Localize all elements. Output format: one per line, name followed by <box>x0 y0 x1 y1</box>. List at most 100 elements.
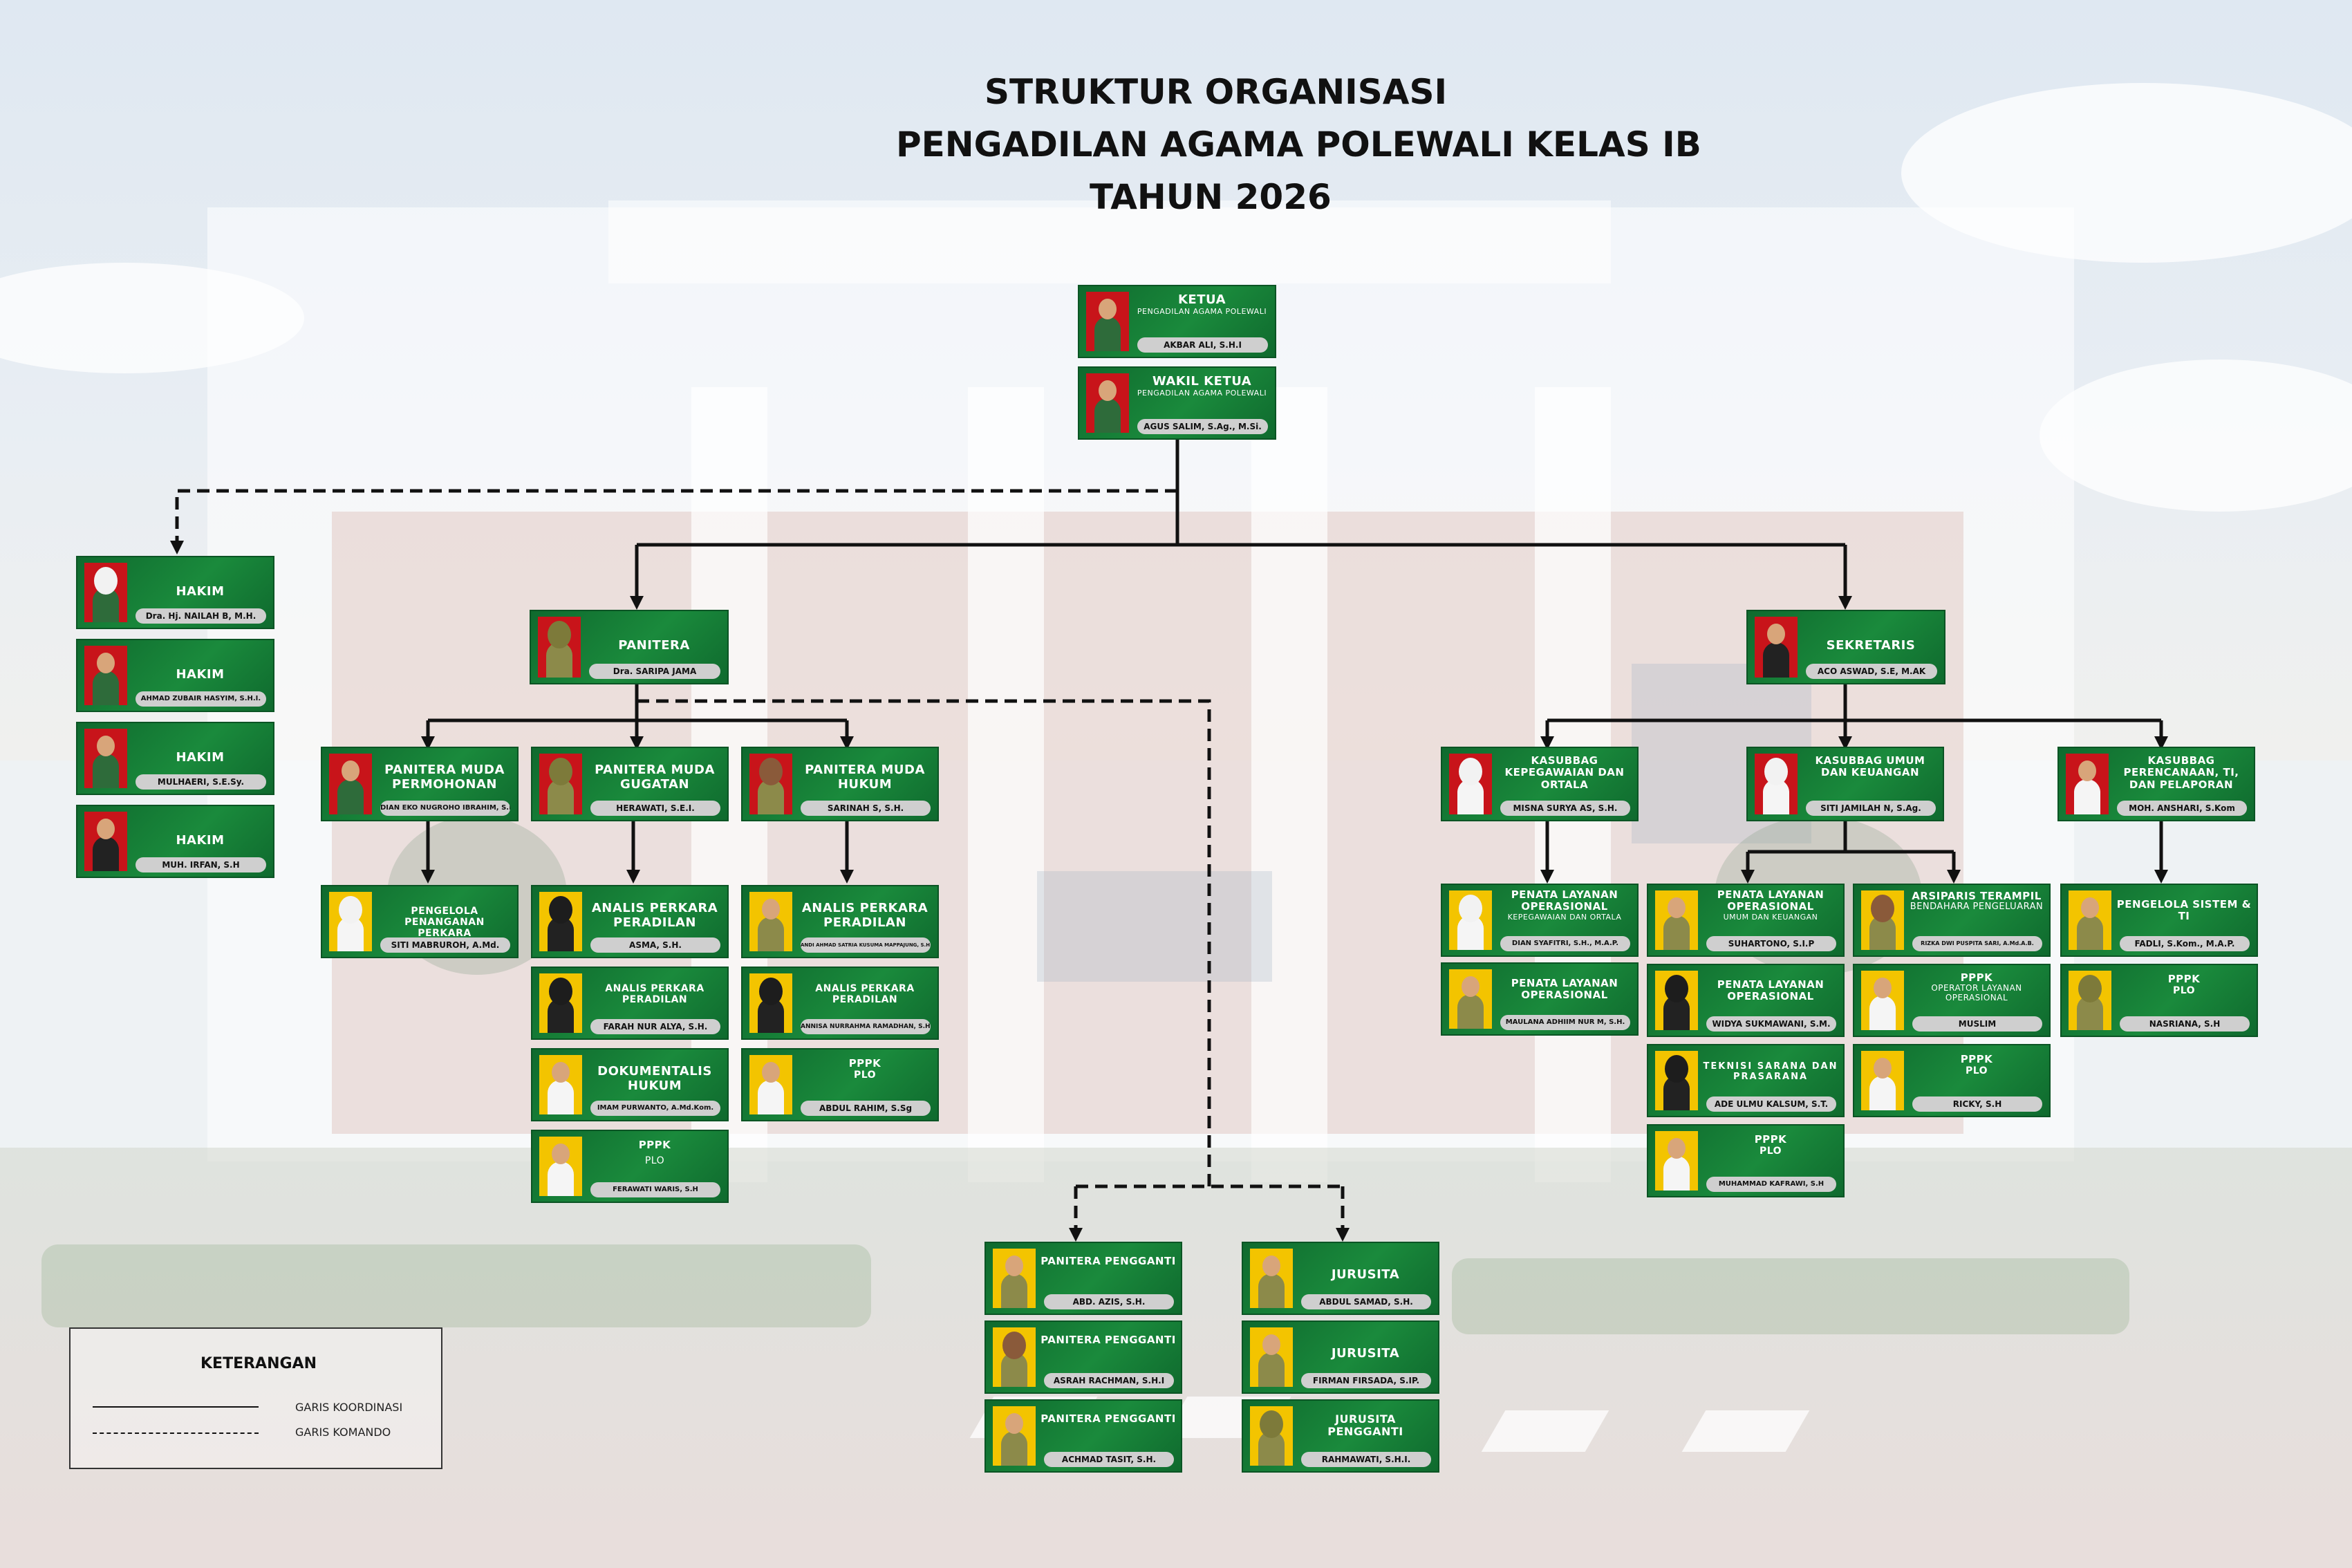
card-analis-perkara: ANALIS PERKARA PERADILAN FARAH NUR ALYA,… <box>531 967 729 1040</box>
name: MAULANA ADHIIM NUR M, S.H. <box>1500 1015 1630 1030</box>
name: MISNA SURYA AS, S.H. <box>1500 801 1630 816</box>
name: ASRAH RACHMAN, S.H.I <box>1044 1373 1174 1388</box>
name: DIAN SYAFITRI, S.H., M.A.P. <box>1500 936 1630 951</box>
name: ABD. AZIS, S.H. <box>1044 1294 1174 1309</box>
name: WIDYA SUKMAWANI, S.M. <box>1706 1016 1836 1032</box>
role: ARSIPARIS TERAMPIL <box>1912 890 2042 902</box>
card-hakim: HAKIM AHMAD ZUBAIR HASYIM, S.H.I. <box>76 639 274 712</box>
role: PANITERA MUDA PERMOHONAN <box>384 763 505 792</box>
role: JURUSITA PENGGANTI <box>1327 1412 1403 1439</box>
role: DOKUMENTALIS HUKUM <box>597 1064 712 1093</box>
card-hakim: HAKIM Dra. Hj. NAILAH B, M.H. <box>76 556 274 629</box>
photo <box>993 1327 1036 1387</box>
role: PENATA LAYANAN OPERASIONAL <box>1717 978 1824 1003</box>
name: ABDUL RAHIM, S.Sg <box>801 1101 931 1116</box>
photo <box>1755 754 1798 814</box>
photo <box>1861 1051 1904 1110</box>
card-pengelola-perkara: PENGELOLA PENANGANAN PERKARA SITI MABRUR… <box>321 885 519 958</box>
name: MOH. ANSHARI, S.Kom <box>2117 801 2247 816</box>
card-pengelola-sistem: PENGELOLA SISTEM & TI FADLI, S.Kom., M.A… <box>2060 884 2258 957</box>
card-kasubbag-ptip: KASUBBAG PERENCANAAN, TI, DAN PELAPORAN … <box>2057 747 2255 821</box>
name: AKBAR ALI, S.H.I <box>1137 337 1268 353</box>
card-sekretaris: SEKRETARIS ACO ASWAD, S.E, M.AK <box>1746 610 1945 684</box>
name: RIZKA DWI PUSPITA SARI, A.Md.A.B. <box>1912 936 2042 951</box>
photo <box>1086 373 1129 433</box>
photo <box>1449 890 1492 950</box>
name: ACHMAD TASIT, S.H. <box>1044 1452 1174 1467</box>
photo <box>2066 754 2109 814</box>
role: HAKIM <box>176 667 225 682</box>
role: PENATA LAYANAN OPERASIONAL <box>1717 888 1824 913</box>
name: HERAWATI, S.E.I. <box>590 801 720 816</box>
role: ANALIS PERKARA PERADILAN <box>591 901 718 930</box>
card-analis-perkara: ANALIS PERKARA PERADILAN ANNISA NURRAHMA… <box>741 967 939 1040</box>
name: NASRIANA, S.H <box>2120 1016 2250 1032</box>
role: HAKIM <box>176 584 225 599</box>
legend-solid-line <box>93 1406 259 1408</box>
photo <box>1086 292 1129 351</box>
role: PENATA LAYANAN OPERASIONAL <box>1511 888 1618 913</box>
photo <box>1655 890 1698 950</box>
photo <box>993 1406 1036 1466</box>
photo <box>2069 890 2111 950</box>
role-sub: BENDAHARA PENGELUARAN <box>1910 902 2044 913</box>
card-jurusita-pengganti: JURUSITA PENGGANTI RAHMAWATI, S.H.I. <box>1242 1399 1439 1473</box>
card-teknisi: TEKNISI SARANA DAN PRASARANA ADE ULMU KA… <box>1647 1044 1845 1117</box>
name: DIAN EKO NUGROHO IBRAHIM, S.H <box>380 801 510 816</box>
photo <box>84 563 127 622</box>
name: SITI JAMILAH N, S.Ag. <box>1806 801 1936 816</box>
name: RICKY, S.H <box>1912 1096 2042 1112</box>
role: KASUBBAG PERENCANAAN, TI, DAN PELAPORAN <box>2123 754 2239 791</box>
role-sub: OPERATOR LAYANAN OPERASIONAL <box>1931 983 2022 1003</box>
name: MUHAMMAD KAFRAWI, S.H <box>1706 1177 1836 1192</box>
card-analis-perkara: ANALIS PERKARA PERADILAN ANDI AHMAD SATR… <box>741 885 939 958</box>
name: ABDUL SAMAD, S.H. <box>1301 1294 1431 1309</box>
title-line-3: TAHUN 2026 <box>1090 177 1332 217</box>
photo <box>749 754 792 814</box>
photo <box>1861 890 1904 950</box>
name: FADLI, S.Kom., M.A.P. <box>2120 936 2250 951</box>
card-panitera-muda-permohonan: PANITERA MUDA PERMOHONAN DIAN EKO NUGROH… <box>321 747 519 821</box>
name: AHMAD ZUBAIR HASYIM, S.H.I. <box>136 691 266 707</box>
card-hakim: HAKIM MUH. IRFAN, S.H <box>76 805 274 878</box>
title-line-1: STRUKTUR ORGANISASI <box>984 72 1448 112</box>
name: ASMA, S.H. <box>590 937 720 953</box>
role: PPPK <box>848 1057 881 1070</box>
photo <box>539 754 582 814</box>
role: PPPK <box>1960 1053 1993 1065</box>
role: PANITERA PENGGANTI <box>1040 1255 1176 1267</box>
legend-title: KETERANGAN <box>200 1355 317 1372</box>
role: PPPK <box>1754 1133 1787 1146</box>
role: KASUBBAG UMUM DAN KEUANGAN <box>1815 754 1925 779</box>
card-kasubbag-umum: KASUBBAG UMUM DAN KEUANGAN SITI JAMILAH … <box>1746 747 1944 821</box>
role: PPPK <box>1960 971 1993 984</box>
photo <box>993 1249 1036 1308</box>
role: PANITERA PENGGANTI <box>1040 1334 1176 1346</box>
role-sub: PENGADILAN AGAMA POLEWALI <box>1137 388 1267 398</box>
name: FIRMAN FIRSADA, S.IP. <box>1301 1373 1431 1388</box>
role: ANALIS PERKARA PERADILAN <box>801 901 928 930</box>
role: JURUSITA <box>1331 1346 1400 1361</box>
card-penata-layanan: PENATA LAYANAN OPERASIONAL MAULANA ADHII… <box>1441 962 1639 1036</box>
name: MULHAERI, S.E.Sy. <box>136 774 266 790</box>
photo <box>1250 1249 1293 1308</box>
legend: KETERANGAN GARIS KOORDINASI GARIS KOMAND… <box>69 1327 442 1469</box>
role: PENGELOLA PENANGANAN PERKARA <box>404 906 485 940</box>
role-sub: PLO <box>1759 1146 1782 1157</box>
name: MUSLIM <box>1912 1016 2042 1032</box>
role: ANALIS PERKARA PERADILAN <box>605 983 704 1006</box>
card-analis-perkara: ANALIS PERKARA PERADILAN ASMA, S.H. <box>531 885 729 958</box>
role-sub: PENGADILAN AGAMA POLEWALI <box>1137 306 1267 316</box>
name: ANDI AHMAD SATRIA KUSUMA MAPPAJUNG, S.H. <box>801 937 931 953</box>
name: SITI MABRUROH, A.Md. <box>380 937 510 953</box>
role: PANITERA <box>618 638 690 653</box>
role-sub: KEPEGAWAIAN DAN ORTALA <box>1507 912 1622 922</box>
